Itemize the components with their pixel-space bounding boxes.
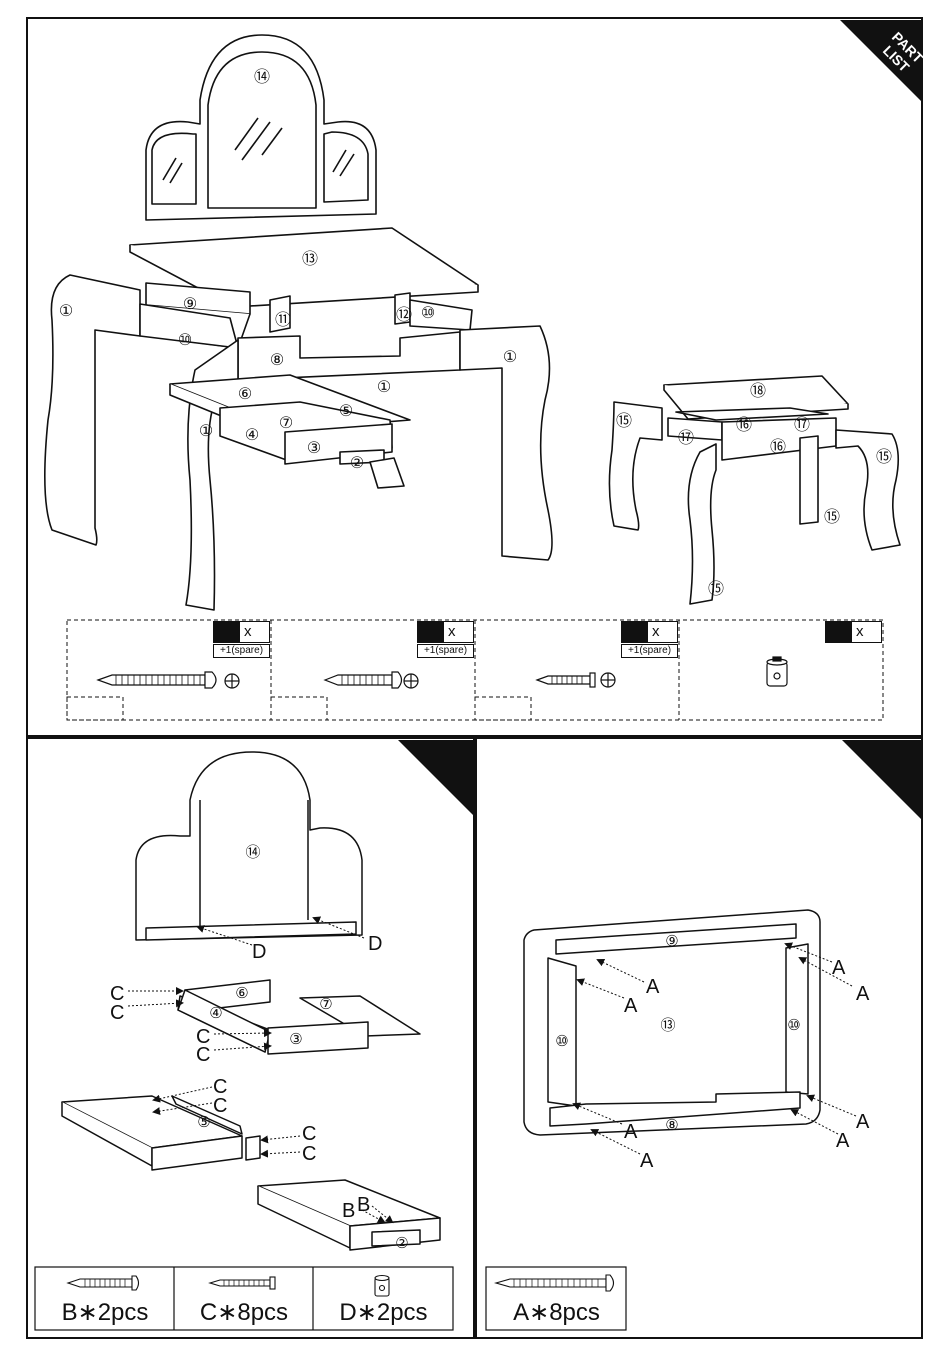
step-part-10a: ⑩: [555, 1033, 568, 1050]
step-right-corner-tag: [842, 740, 922, 820]
part-label-2: ②: [350, 455, 364, 472]
letter-c-6: C: [213, 1095, 227, 1117]
legend-d-label: D∗2pcs: [314, 1296, 453, 1328]
spare-note-1: +1(spare): [213, 644, 270, 658]
qty-box-1: x: [213, 621, 270, 643]
letter-a-8: A: [836, 1130, 850, 1152]
rail-10-left-step: [548, 958, 576, 1106]
step-part-6: ⑥: [235, 985, 248, 1002]
cam-nut-icon-legend: [375, 1276, 389, 1297]
qty-mult-4: x: [856, 623, 864, 640]
qty-blank-3: [622, 622, 648, 642]
part-label-11: ⑪: [275, 311, 291, 329]
step-part-5: ⑤: [197, 1114, 210, 1131]
part-label-14: ⑭: [254, 68, 270, 86]
hardware-strip: [67, 620, 883, 720]
part-label-1d: ①: [199, 423, 213, 440]
qty-box-2: x: [417, 621, 474, 643]
step-left-corner-tag: [398, 740, 474, 816]
hardware-icons: [98, 657, 787, 688]
qty-box-3: x: [621, 621, 678, 643]
qty-blank-2: [418, 622, 444, 642]
letter-d-2: D: [368, 933, 382, 955]
part-label-4: ④: [245, 427, 259, 444]
letter-a-1: A: [646, 976, 660, 998]
spare-note-3: +1(spare): [621, 644, 678, 658]
part-label-1b: ①: [503, 349, 517, 366]
part-label-10b: ⑩: [421, 305, 435, 322]
part-label-13: ⑬: [302, 250, 318, 268]
part-label-18: ⑱: [750, 382, 766, 400]
part-label-1c: ①: [377, 379, 391, 396]
legend-a-label: A∗8pcs: [487, 1296, 626, 1328]
part-label-7: ⑦: [279, 415, 293, 432]
letter-b-1: B: [342, 1200, 355, 1222]
qty-box-4: x: [825, 621, 882, 643]
qty-mult-2: x: [448, 623, 456, 640]
part-label-16a: ⑯: [736, 416, 752, 434]
legend-b-label: B∗2pcs: [36, 1296, 174, 1328]
screw-medium-icon: [325, 672, 418, 688]
step-part-2: ②: [395, 1235, 408, 1252]
spare-note-2: +1(spare): [417, 644, 474, 658]
letter-b-2: B: [357, 1194, 370, 1216]
letter-c-8: C: [302, 1143, 316, 1165]
part-label-17a: ⑰: [678, 429, 694, 447]
screw-long-icon: [98, 672, 239, 688]
screw-c-icon: [210, 1277, 275, 1289]
part-label-8: ⑧: [270, 352, 284, 369]
letter-a-5: A: [624, 1121, 638, 1143]
stool-right-leg: [836, 430, 900, 550]
screw-short-icon: [537, 673, 615, 687]
letter-a-6: A: [640, 1150, 654, 1172]
step-part-14: ⑭: [245, 844, 260, 861]
part-label-10a: ⑩: [178, 332, 192, 349]
letter-c-4: C: [196, 1044, 210, 1066]
letter-a-4: A: [856, 983, 870, 1005]
part-label-15c: ⑮: [824, 508, 840, 526]
part-label-6: ⑥: [238, 386, 252, 403]
step-left-legend-icons: [68, 1276, 389, 1297]
step-part-4: ④: [209, 1005, 222, 1022]
qty-mult-3: x: [652, 623, 660, 640]
step-part-7: ⑦: [319, 996, 332, 1013]
cam-nut-icon: [767, 657, 787, 686]
step-part-8: ⑧: [665, 1117, 678, 1134]
legend-c-label: C∗8pcs: [175, 1296, 313, 1328]
step-part-10b: ⑩: [787, 1017, 800, 1034]
part-label-15b: ⑮: [876, 448, 892, 466]
screw-a-icon: [496, 1275, 614, 1291]
part-label-17b: ⑰: [794, 416, 810, 434]
step-part-9: ⑨: [665, 933, 678, 950]
vanity-exploded-view: [45, 35, 552, 610]
letter-a-3: A: [832, 957, 846, 979]
part-label-15a: ⑮: [616, 412, 632, 430]
stool-exploded-view: [609, 376, 900, 604]
qty-blank-1: [214, 622, 240, 642]
step-part-3: ③: [289, 1031, 302, 1048]
part-label-16b: ⑯: [770, 438, 786, 456]
drawer-front: [268, 1022, 368, 1054]
part-label-5: ⑤: [339, 403, 353, 420]
qty-blank-4: [826, 622, 852, 642]
part-label-15d: ⑮: [708, 580, 724, 598]
letter-c-2: C: [110, 1002, 124, 1024]
part-label-9: ⑨: [183, 296, 197, 313]
part-label-1a: ①: [59, 303, 73, 320]
step-part-13: ⑬: [660, 1017, 675, 1034]
part-label-12: ⑫: [396, 306, 412, 324]
letter-c-7: C: [302, 1123, 316, 1145]
stool-front-leg: [688, 444, 716, 604]
screw-b-icon: [68, 1276, 139, 1290]
qty-mult-1: x: [244, 623, 252, 640]
letter-d-1: D: [252, 941, 266, 963]
step-left-leaders: [128, 918, 392, 1222]
letter-a-7: A: [856, 1111, 870, 1133]
step-left-hardware-letters: D D C C C C C C C C B B: [110, 933, 382, 1222]
part-label-3: ③: [307, 440, 321, 457]
letter-a-2: A: [624, 995, 638, 1017]
